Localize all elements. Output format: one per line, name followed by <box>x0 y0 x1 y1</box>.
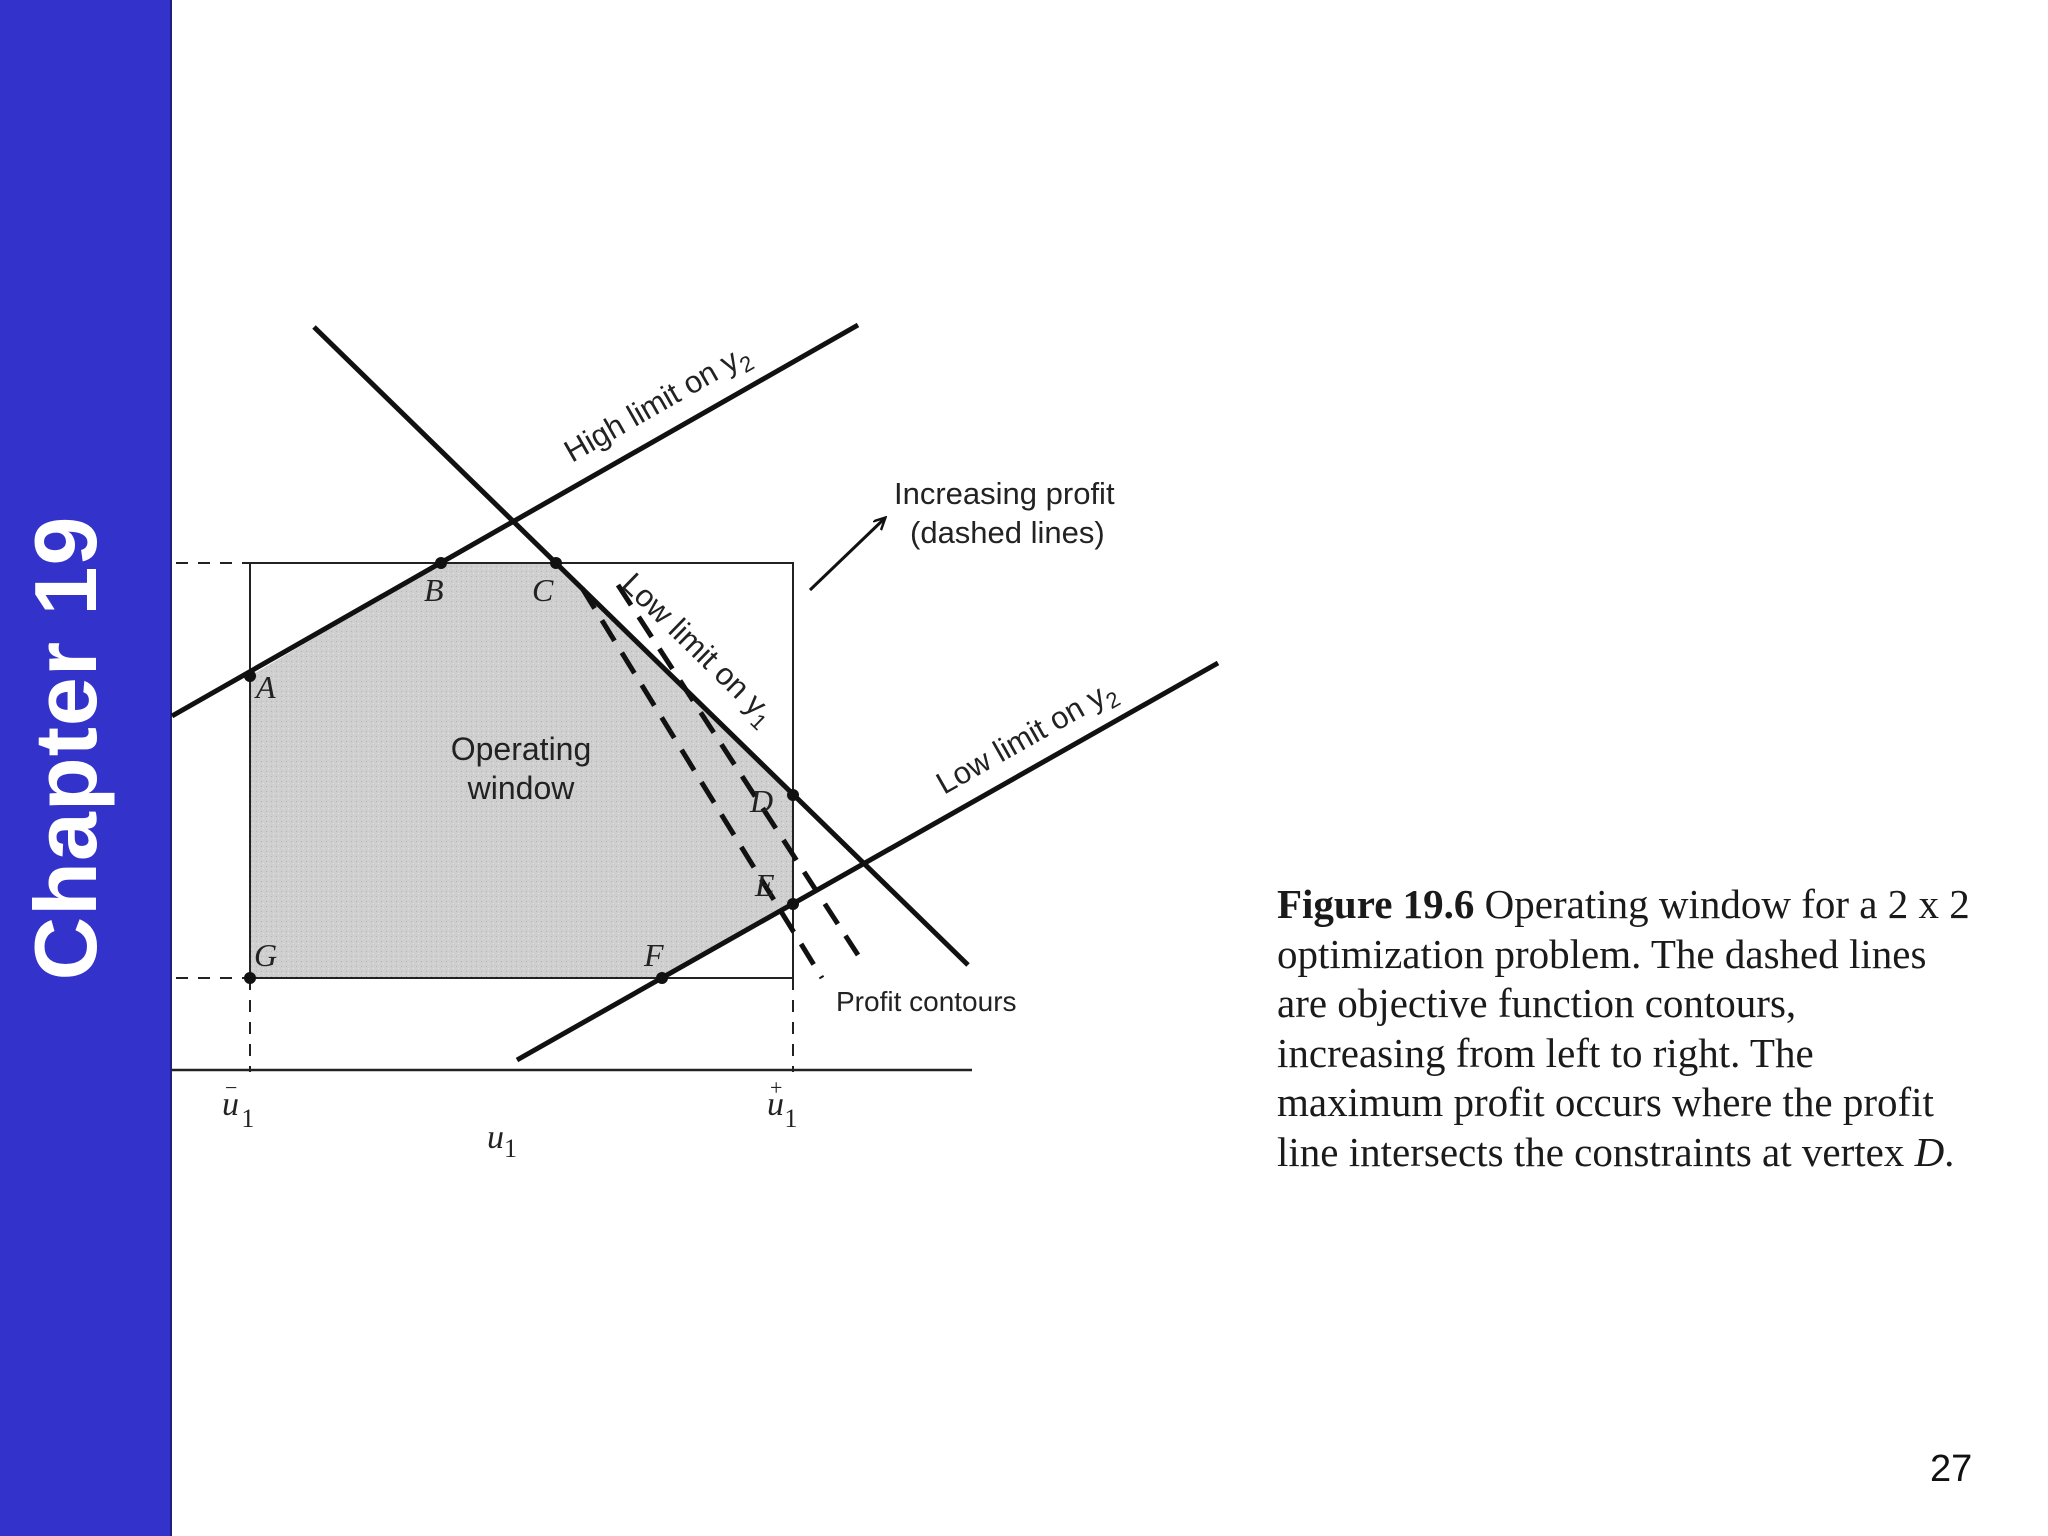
profit-contours-label: Profit contours <box>836 986 1017 1017</box>
increasing-profit-label-line2: (dashed lines) <box>910 515 1105 550</box>
caption-vertex-d: D <box>1914 1128 1945 1175</box>
high-limit-y2-label: High limit on y2 <box>558 336 758 474</box>
u1-high-subscript: 1 <box>784 1104 797 1133</box>
u1-high-label: u+1 <box>767 1075 797 1133</box>
vertex-label-d: D <box>749 783 773 819</box>
low-limit-y2-label: Low limit on y2 <box>930 672 1124 806</box>
operating-window-region <box>250 563 793 978</box>
vertex-dot-d <box>787 789 799 801</box>
increasing-profit-label-line1: Increasing profit <box>894 476 1115 511</box>
vertex-label-c: C <box>532 572 554 608</box>
low-limit-y2-line <box>515 660 1220 1063</box>
input-limits-rectangle <box>249 562 794 979</box>
caption-figure-label: Figure 19.6 <box>1277 881 1475 927</box>
u1-low-superscript: − <box>225 1075 237 1100</box>
caption-line-6: line intersects the constraints at verte… <box>1277 1128 2037 1178</box>
caption-line-2: optimization problem. The dashed lines <box>1277 930 1927 977</box>
vertex-dot-c <box>550 557 562 569</box>
vertex-dot-f <box>656 972 668 984</box>
vertex-dot-b <box>435 557 447 569</box>
caption-line-5: maximum profit occurs where the profit <box>1277 1079 1934 1125</box>
vertex-label-g: G <box>254 937 277 973</box>
page-number: 27 <box>1930 1448 1973 1490</box>
chapter-sidebar: Chapter 19 <box>0 0 172 1536</box>
caption-line-6-period: . <box>1944 1128 1955 1175</box>
vertex-label-b: B <box>424 572 444 608</box>
profit-contour-1 <box>579 586 825 980</box>
vertex-label-a: A <box>254 669 276 705</box>
caption-line-4: increasing from left to right. The <box>1277 1029 1814 1076</box>
operating-window-label-line1: Operating <box>451 731 592 767</box>
vertex-label-f: F <box>643 937 664 973</box>
u1-low-subscript: 1 <box>241 1104 254 1133</box>
vertex-label-e: E <box>754 867 775 903</box>
x-axis-subscript: 1 <box>504 1134 517 1163</box>
figure-caption: Figure 19.6 Operating window for a 2 x 2… <box>1277 880 2037 1177</box>
caption-line-1: Figure 19.6 Operating window for a 2 x 2 <box>1277 880 2037 930</box>
low-limit-y1-line <box>312 325 970 967</box>
vertex-dot-a <box>244 670 256 682</box>
caption-line-3: are objective function contours, <box>1277 980 1797 1026</box>
caption-line-1-text: Operating window for a 2 x 2 <box>1474 881 1970 927</box>
operating-window-label-line2: window <box>467 770 576 806</box>
x-axis-label: u1 <box>487 1119 517 1163</box>
u1-high-superscript: + <box>770 1075 782 1100</box>
u1-low-label: u−1 <box>222 1075 254 1133</box>
vertex-dot-g <box>244 972 256 984</box>
increasing-profit-arrow <box>808 519 884 592</box>
vertex-dot-e <box>787 898 799 910</box>
caption-line-6-text: line intersects the constraints at verte… <box>1277 1128 1915 1175</box>
